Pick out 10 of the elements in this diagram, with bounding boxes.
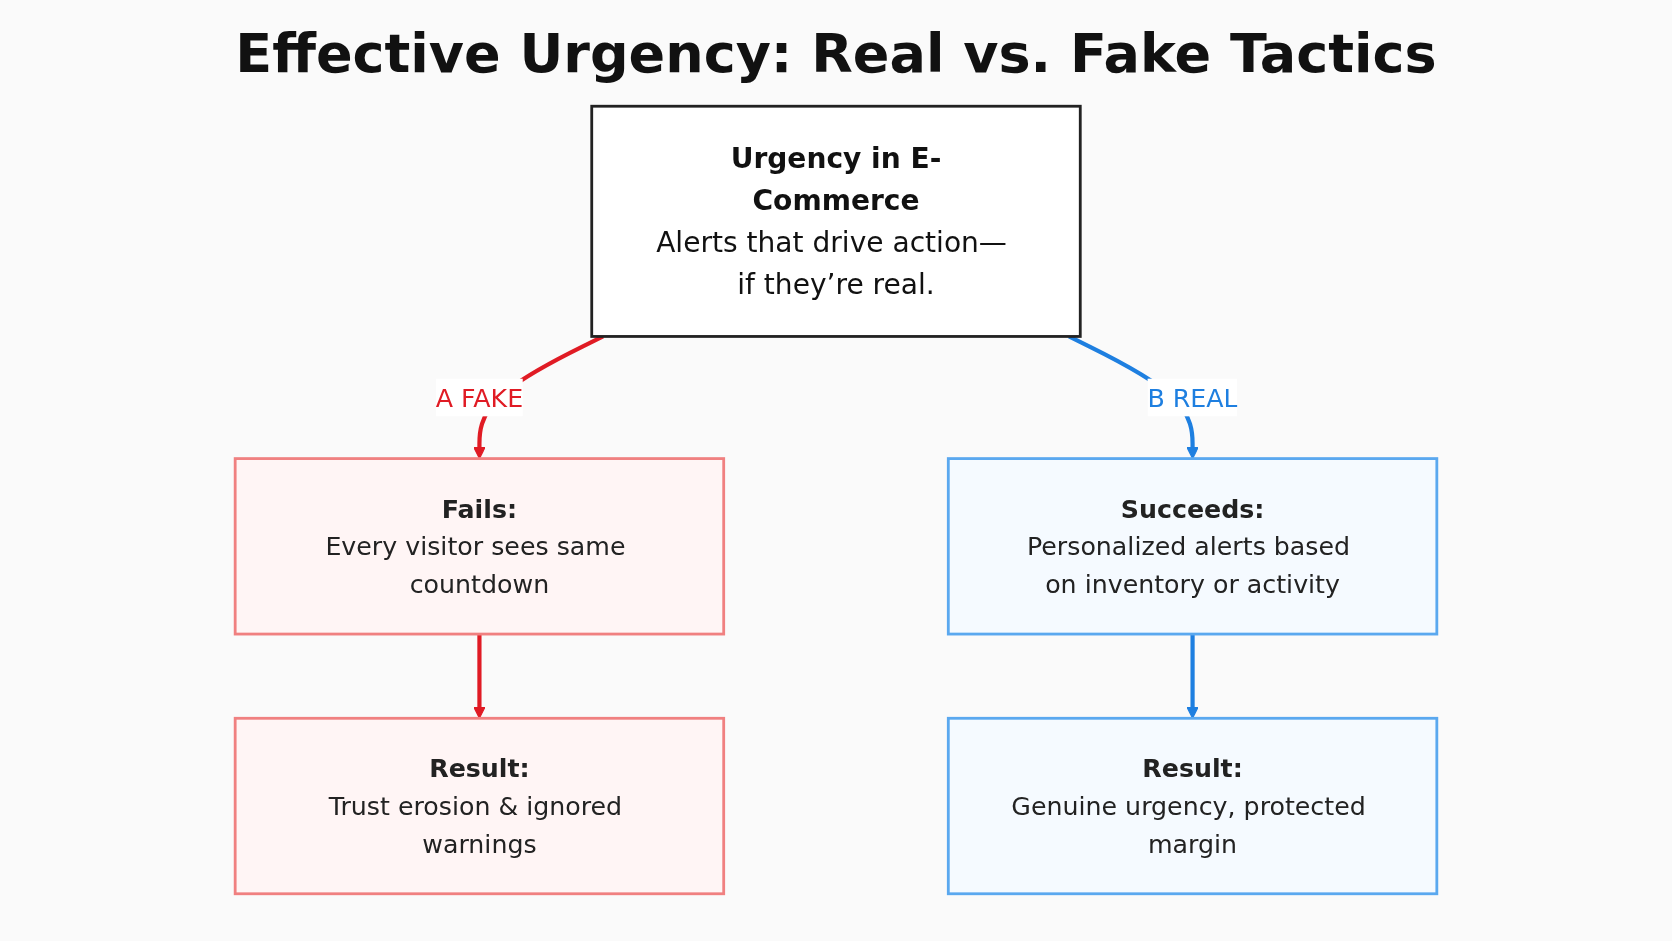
edge-label: A FAKE [435, 382, 524, 413]
node-box: Fails: Every visitor sees same countdown [233, 457, 726, 636]
title: Effective Urgency: Real vs. Fake Tactics [234, 22, 1438, 85]
edge-label: B REAL [1147, 382, 1238, 413]
node-box: Result: Trust erosion & ignored warnings [233, 716, 726, 896]
node-box: Succeeds: Personalized alerts based on inventory or activity [946, 457, 1439, 636]
node-box: Result: Genuine urgency, protected margin [946, 716, 1439, 896]
arrow [1186, 634, 1199, 719]
node-box: Urgency in E-Commerce Alerts that drive action— if they’re real. [590, 104, 1082, 338]
arrow [473, 634, 486, 719]
